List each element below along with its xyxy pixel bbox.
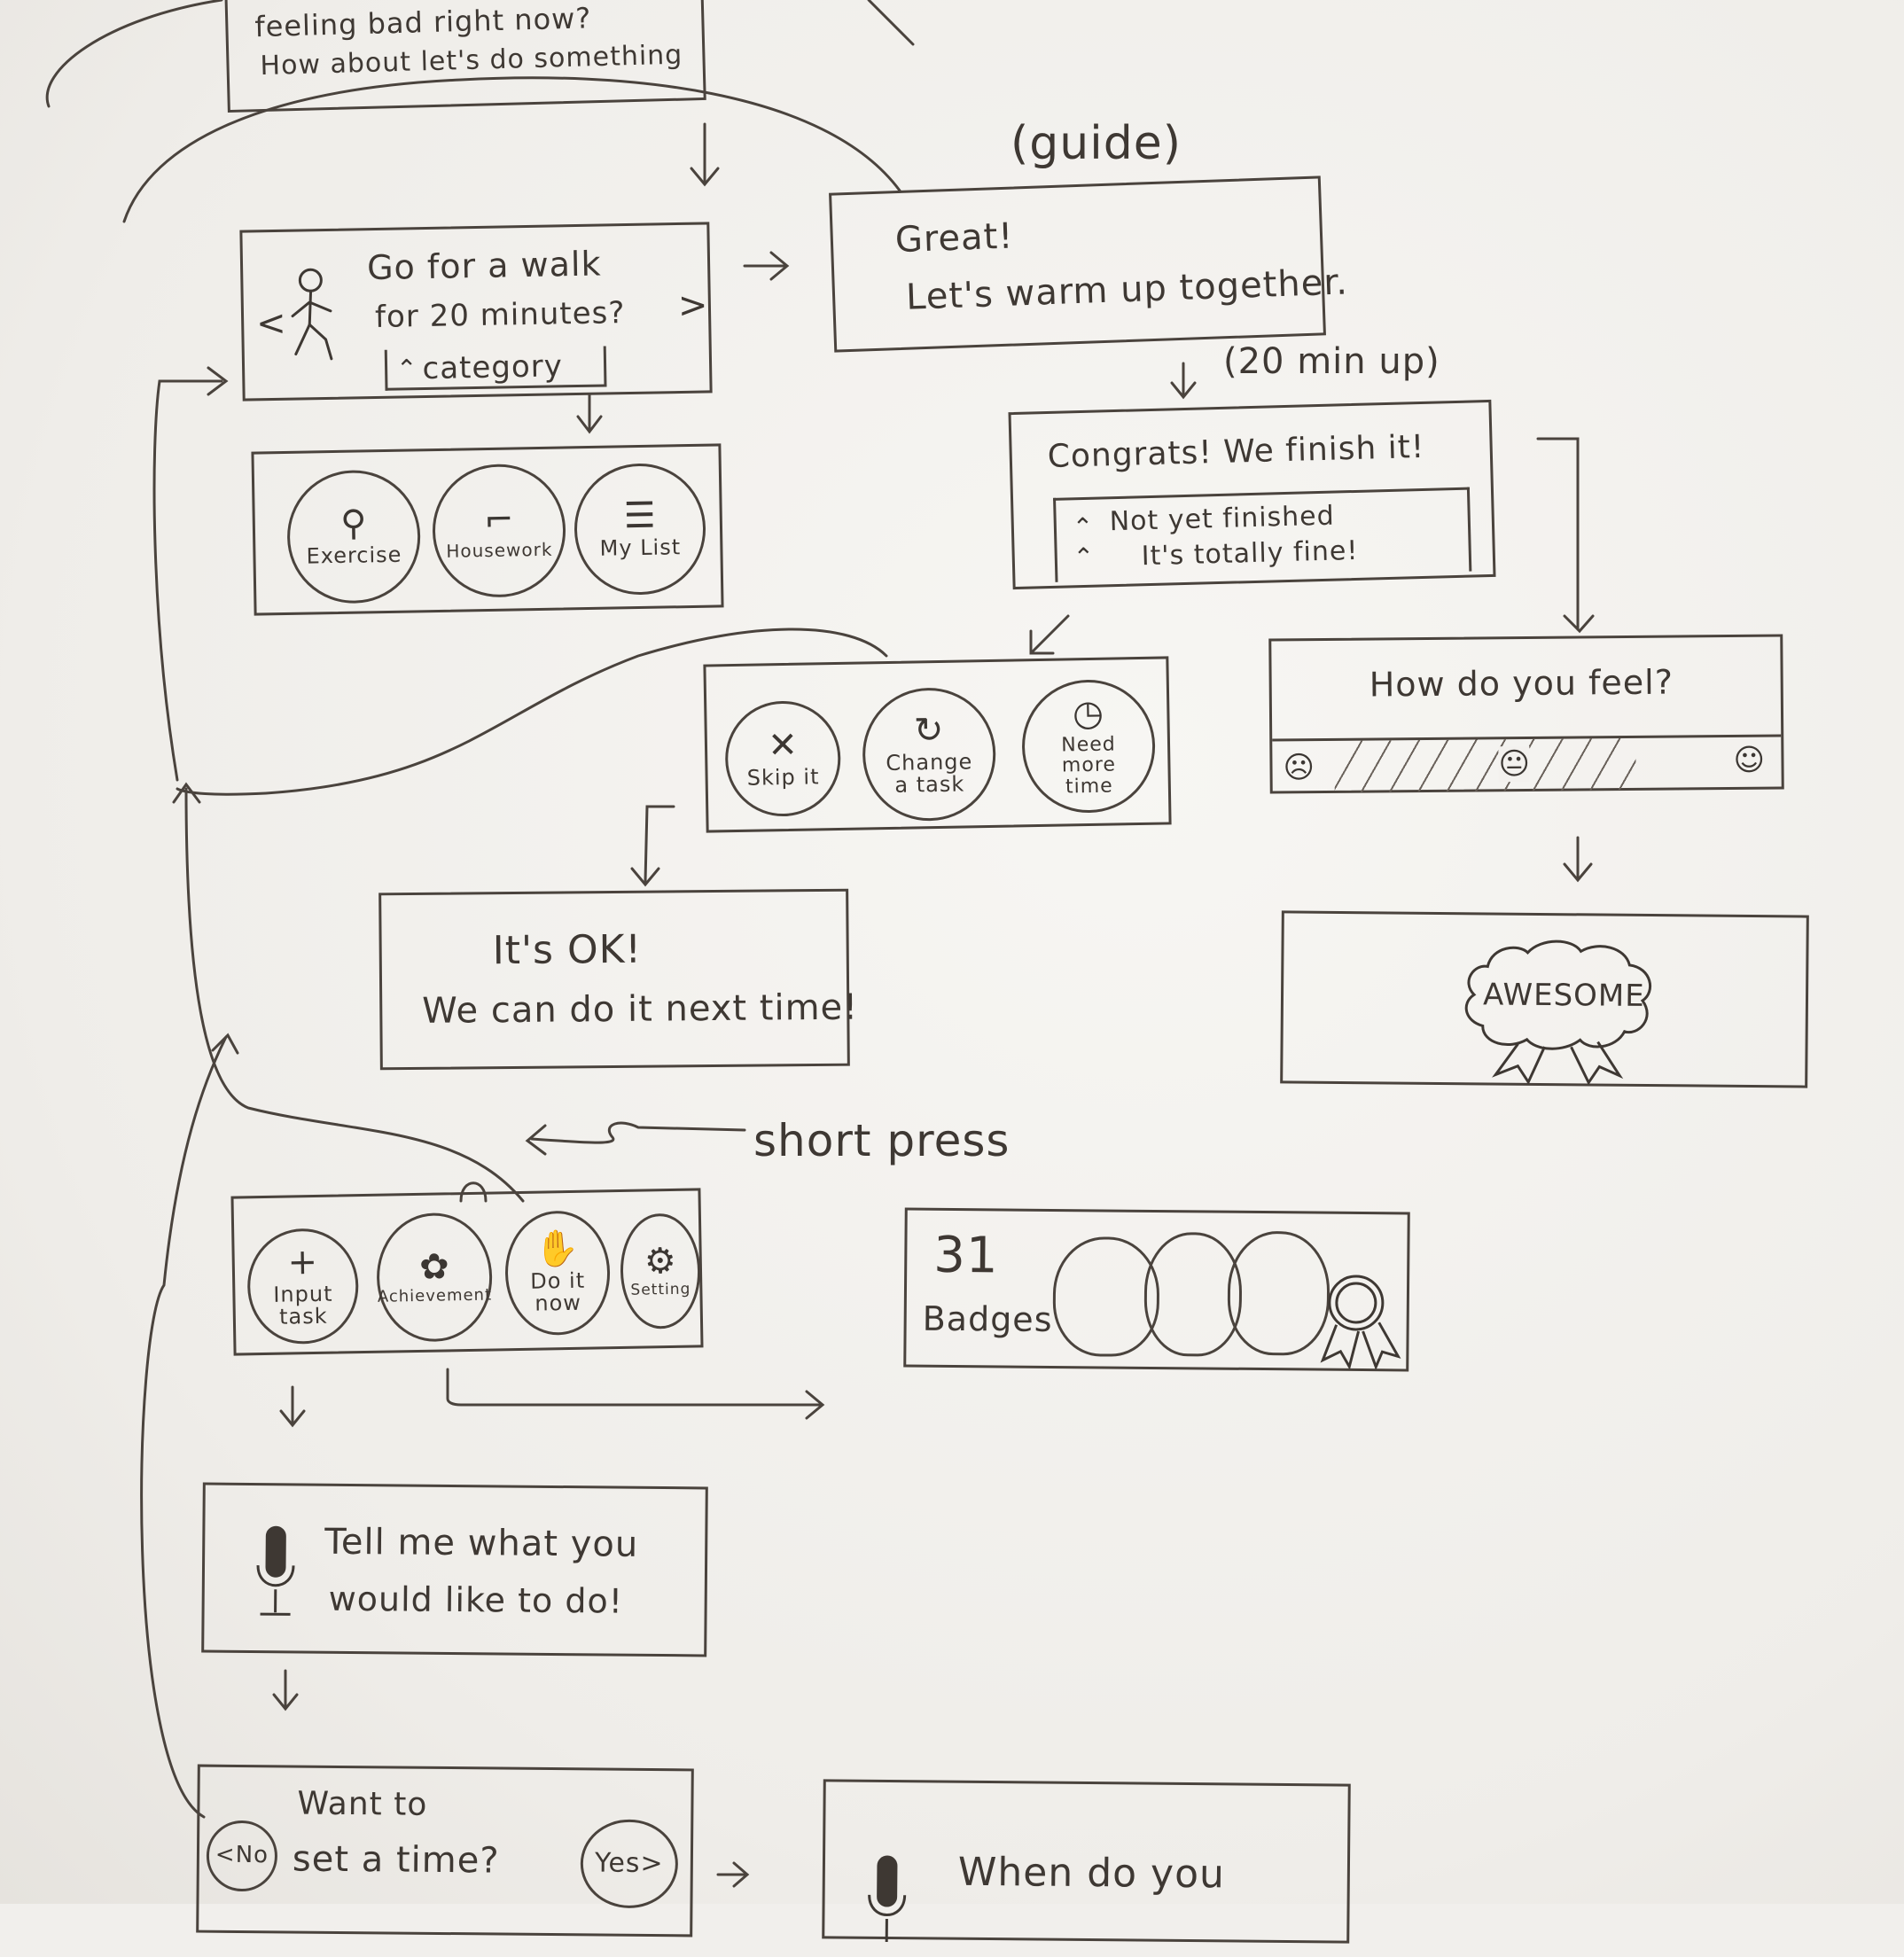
need-more-time-label: Need more time [1061,733,1117,799]
guide-label: (guide) [1011,117,1182,170]
caret-up-icon: ⌃ [1072,511,1094,542]
options-card: ✕ Skip it ↻ Change a task ◷ Need more ti… [703,656,1172,833]
skip-it-label: Skip it [746,764,820,791]
great-line-2: Let's warm up together. [905,261,1349,318]
main-menu-bar: + Input task ✿ Achievement ✋ Do it now ⚙… [230,1188,704,1356]
not-finished-line-1: Not yet finished [1109,500,1336,538]
caret-up-icon: ⌃ [1073,542,1095,573]
ok-card: It's OK! We can do it next time! [378,888,858,1071]
achievement-button[interactable]: ✿ Achievement [375,1212,494,1343]
timer-note: (20 min up) [1223,341,1440,382]
microphone-icon [868,1855,907,1943]
clock-icon: ◷ [1072,693,1104,735]
badges-label: Badges [922,1298,1053,1339]
when-card: When do you [822,1779,1351,1944]
badge-icon: ✿ [418,1246,450,1288]
do-it-now-button[interactable]: ✋ Do it now [503,1210,612,1337]
not-finished-line-2: It's totally fine! [1141,534,1359,573]
voice-line-2: would like to do! [328,1579,624,1621]
task-line-1: Go for a walk [366,244,602,288]
yes-label: Yes> [594,1847,664,1880]
ok-line-1: It's OK! [492,926,643,974]
plus-icon: + [287,1241,318,1283]
caret-up-icon: ⌃ [395,354,417,384]
category-picker: ⚲ Exercise ⌐ Housework ☰ My List [251,443,724,616]
category-label: category [422,347,564,386]
award-ribbon-icon [1320,1275,1401,1370]
refresh-icon: ↻ [913,709,944,752]
achievement-label: Achievement [377,1285,493,1306]
category-exercise[interactable]: ⚲ Exercise [285,469,422,604]
x-icon: ✕ [767,725,799,767]
intro-line-1: feeling bad right now? [254,1,592,44]
category-housework[interactable]: ⌐ Housework [431,463,567,599]
exercise-icon: ⚲ [339,503,367,545]
mood-slider[interactable]: ☹ 😐 ☺ [1272,734,1782,794]
walking-person-icon [291,268,333,361]
task-card[interactable]: < Go for a walk for 20 minutes? > ⌃ cate… [239,222,713,402]
yes-button[interactable]: Yes> [580,1819,679,1909]
list-icon: ☰ [623,495,657,537]
badges-card[interactable]: 31 Badges [903,1207,1410,1372]
setting-button[interactable]: ⚙ Setting [619,1212,702,1329]
input-task-button[interactable]: + Input task [246,1228,360,1345]
set-time-card: <No Want to set a time? Yes> [196,1764,694,1938]
setting-label: Setting [630,1280,691,1299]
microphone-icon [256,1525,295,1616]
when-line-1: When do you [957,1849,1226,1898]
ok-line-2: We can do it next time! [422,986,859,1032]
mood-slider-track [1334,737,1636,792]
no-button[interactable]: <No [206,1820,278,1892]
next-task-arrow[interactable]: > [677,285,709,327]
change-task-button[interactable]: ↻ Change a task [861,686,997,823]
badges-count: 31 [933,1226,999,1285]
award-ribbon-icon [1464,940,1651,1086]
awesome-label: AWESOME [1482,977,1645,1014]
intro-card: feeling bad right now? How about let's d… [224,0,706,113]
sad-face-icon[interactable]: ☹ [1283,750,1315,786]
congrats-title: Congrats! We finish it! [1047,428,1425,476]
category-housework-label: Housework [446,538,553,562]
not-finished-panel[interactable]: ⌃ ⌃ Not yet finished It's totally fine! [1053,487,1472,582]
time-line-1: Want to [297,1785,428,1823]
short-press-label: short press [753,1115,1011,1166]
change-task-label: Change a task [886,749,973,798]
category-exercise-label: Exercise [306,542,402,569]
do-it-now-label: Do it now [530,1267,586,1316]
intro-line-2: How about let's do something [260,39,683,82]
great-card: Great! Let's warm up together. [829,175,1349,353]
hand-icon: ✋ [535,1228,580,1270]
great-line-1: Great! [894,215,1015,261]
neutral-face-icon[interactable]: 😐 [1498,745,1531,783]
task-line-2: for 20 minutes? [374,295,626,335]
broom-icon: ⌐ [483,498,514,541]
congrats-card: Congrats! We finish it! ⌃ ⌃ Not yet fini… [1008,399,1496,590]
voice-line-1: Tell me what you [324,1521,639,1565]
category-my-list[interactable]: ☰ My List [573,462,707,596]
no-label: <No [215,1842,269,1869]
category-my-list-label: My List [599,534,682,562]
voice-input-card[interactable]: Tell me what you would like to do! [201,1482,708,1657]
time-line-2: set a time? [292,1838,500,1882]
feel-title: How do you feel? [1369,662,1674,705]
need-more-time-button[interactable]: ◷ Need more time [1020,678,1157,815]
happy-face-icon[interactable]: ☺ [1733,742,1766,778]
category-button[interactable]: ⌃ category [384,346,607,391]
skip-it-button[interactable]: ✕ Skip it [724,699,842,818]
input-task-label: Input task [273,1281,333,1329]
gear-icon: ⚙ [644,1240,677,1283]
awesome-card: AWESOME [1280,910,1809,1088]
feel-card: How do you feel? ☹ 😐 ☺ [1268,634,1784,794]
